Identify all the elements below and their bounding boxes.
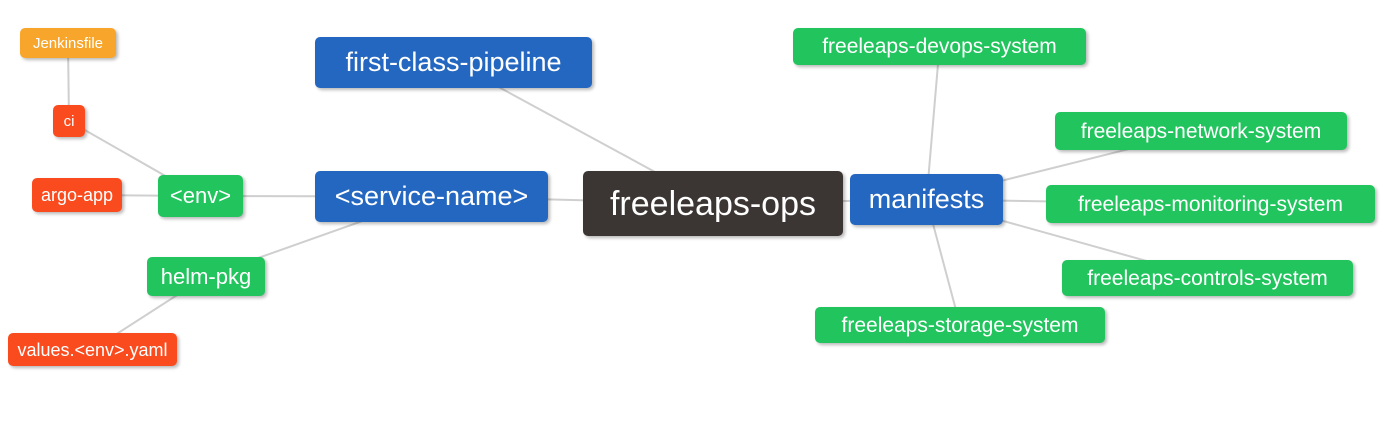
node-manifests[interactable]: manifests: [850, 174, 1003, 225]
node-env[interactable]: <env>: [158, 175, 243, 217]
node-jenkinsfile[interactable]: Jenkinsfile: [20, 28, 116, 58]
node-helm-pkg[interactable]: helm-pkg: [147, 257, 265, 296]
node-service-name[interactable]: <service-name>: [315, 171, 548, 222]
node-freeleaps-storage-system[interactable]: freeleaps-storage-system: [815, 307, 1105, 343]
node-freeleaps-controls-system[interactable]: freeleaps-controls-system: [1062, 260, 1353, 296]
node-freeleaps-devops-system[interactable]: freeleaps-devops-system: [793, 28, 1086, 65]
node-argo-app[interactable]: argo-app: [32, 178, 122, 212]
node-ci[interactable]: ci: [53, 105, 85, 137]
node-freeleaps-ops[interactable]: freeleaps-ops: [583, 171, 843, 236]
node-freeleaps-monitoring-system[interactable]: freeleaps-monitoring-system: [1046, 185, 1375, 223]
node-first-class-pipeline[interactable]: first-class-pipeline: [315, 37, 592, 88]
node-values-env-yaml[interactable]: values.<env>.yaml: [8, 333, 177, 366]
node-freeleaps-network-system[interactable]: freeleaps-network-system: [1055, 112, 1347, 150]
